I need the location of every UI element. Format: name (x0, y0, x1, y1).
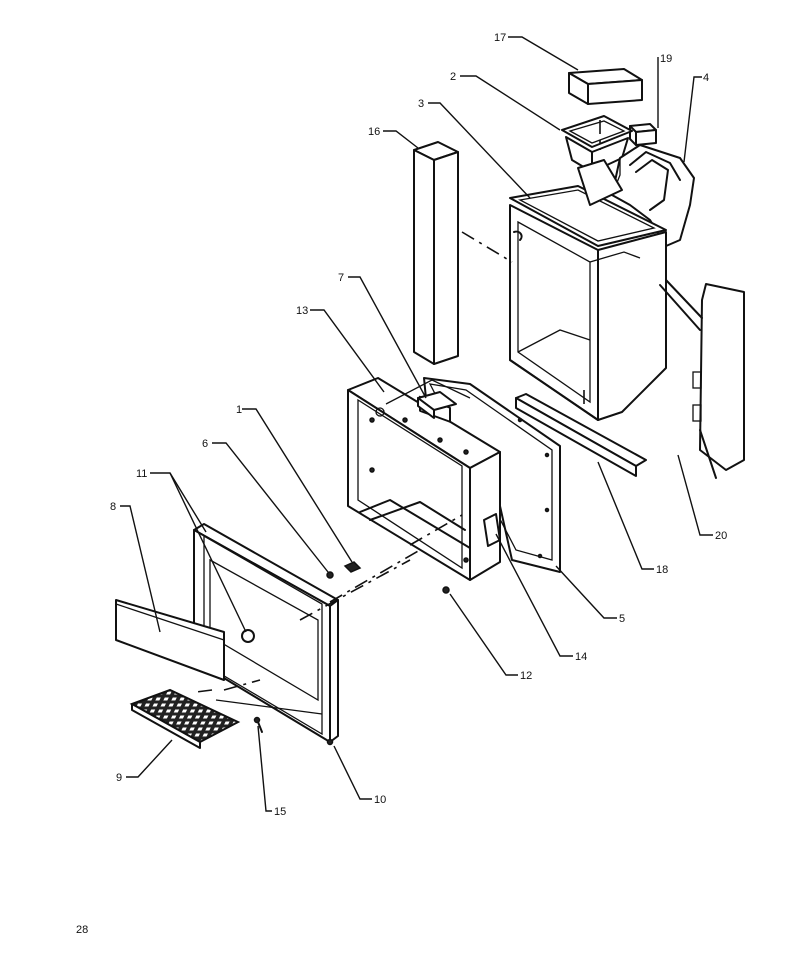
leader-lines (120, 36, 713, 812)
label-part-12: 12 (520, 670, 532, 682)
part-6-screw (326, 571, 334, 579)
label-part-1: 1 (236, 404, 242, 416)
assembly-lines (195, 120, 601, 693)
label-part-10: 10 (374, 794, 386, 806)
part-10-screw (326, 738, 334, 746)
part-13-frame (347, 377, 501, 581)
label-part-3: 3 (418, 98, 424, 110)
label-part-5: 5 (619, 613, 625, 625)
label-part-7: 7 (338, 272, 344, 284)
label-part-18: 18 (656, 564, 668, 576)
label-part-2: 2 (450, 71, 456, 83)
label-part-9: 9 (116, 772, 122, 784)
label-part-6: 6 (202, 438, 208, 450)
part-17-block (568, 68, 643, 105)
part-4-housing (611, 144, 695, 247)
part-16-column (413, 141, 459, 365)
part-7-bracket (417, 391, 457, 419)
label-part-19: 19 (660, 53, 672, 65)
part-12-screw (442, 586, 450, 594)
part-19-block (629, 123, 657, 146)
label-part-15: 15 (274, 806, 286, 818)
label-part-20: 20 (715, 530, 727, 542)
label-part-16: 16 (368, 126, 380, 138)
label-part-4: 4 (703, 72, 709, 84)
part-20-panel (659, 279, 745, 479)
part-1-clip (343, 561, 362, 573)
label-part-11: 11 (136, 468, 147, 480)
part-15-screw (253, 716, 263, 733)
label-part-14: 14 (575, 651, 587, 663)
part-labels: 17 19 2 4 3 16 7 13 1 6 11 8 9 15 10 12 … (110, 32, 727, 818)
label-part-17: 17 (494, 32, 506, 44)
part-3-housing (509, 159, 667, 421)
part-14-latch (483, 513, 501, 547)
part-18-bar (515, 393, 647, 477)
part-8-strip (115, 599, 225, 681)
label-part-8: 8 (110, 501, 116, 513)
label-part-13: 13 (296, 305, 308, 317)
page-number: 28 (76, 924, 89, 936)
part-9-grille (129, 688, 241, 749)
